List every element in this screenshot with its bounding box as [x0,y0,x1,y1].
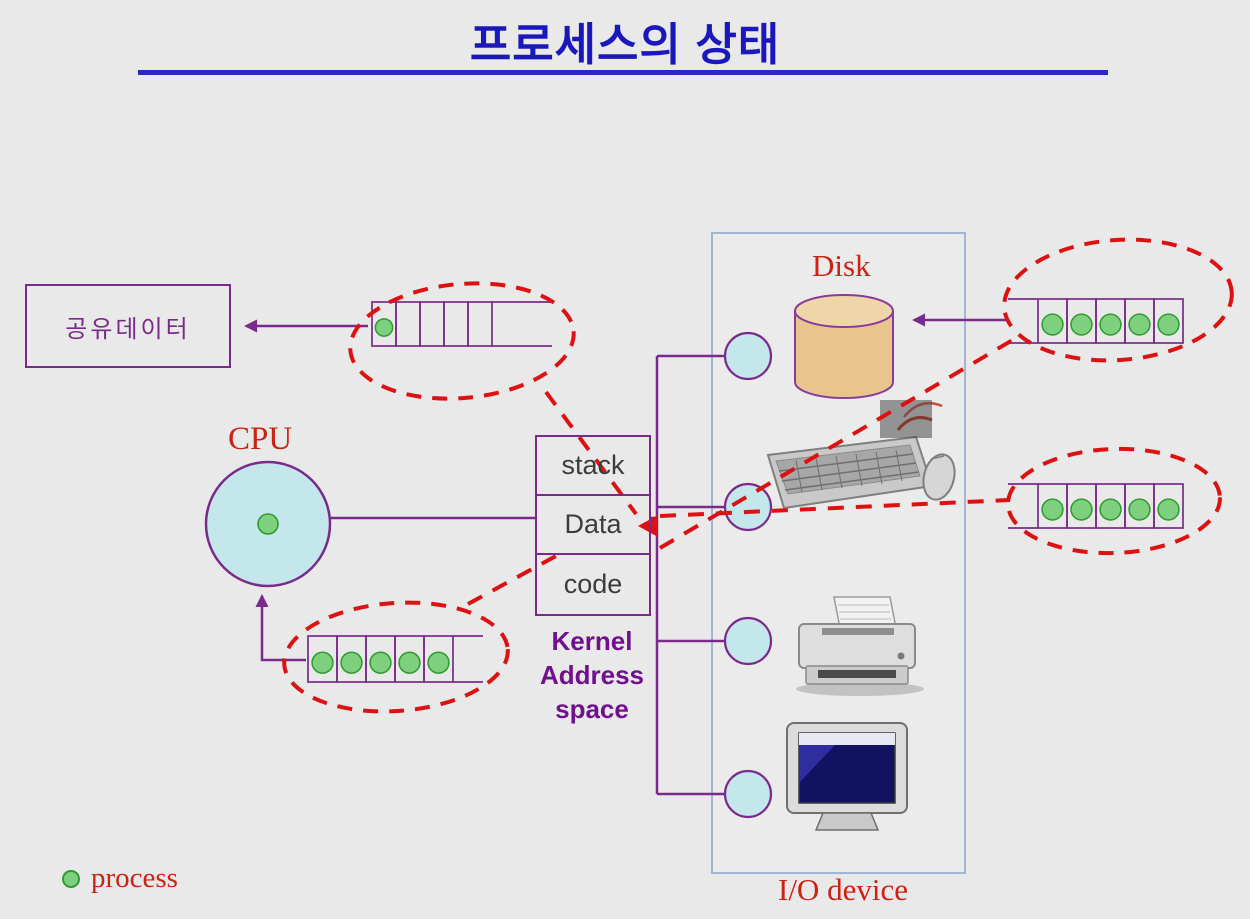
shared-data-box: 공유데이터 [25,284,231,368]
ready-queue [307,635,454,683]
kernel-memory-box: stack Data code [535,435,651,616]
arrow-into-data [638,515,658,537]
arrow-ready-queue-to-cpu [255,594,306,662]
ellipse-ready-queue [282,600,510,714]
io-device-label: I/O device [778,872,908,907]
process-dot-icon [62,869,80,888]
process-legend: process [62,862,178,895]
memory-row-code: code [563,569,623,599]
printer-icon [796,596,924,696]
disk-cylinder-icon [794,294,894,399]
device-wait-queue [1037,483,1184,529]
cpu-label: CPU [228,421,293,457]
transition-lines [467,336,1018,606]
process-dot-icon [257,513,279,535]
state-ellipses [282,237,1234,714]
device-ports [723,331,773,819]
ellipse-device-wait-queue [1006,446,1222,556]
process-legend-label: process [91,862,178,894]
mouse-icon [922,453,956,501]
shared-data-label: 공유데이터 [65,315,191,343]
port-monitor [723,769,773,819]
monitor-icon [786,722,908,831]
disk-label: Disk [812,248,871,283]
title-underline [138,70,1108,75]
port-printer [723,616,773,666]
kernel-address-space-label: Kernel Address space [539,626,645,724]
page-title: 프로세스의 상태 [469,19,781,70]
port-keyboard [723,482,773,532]
memory-row-data: Data [537,496,649,555]
wireless-signal-icon [880,400,943,438]
memory-row-stack: stack [537,437,649,496]
ellipse-shared-queue [348,281,576,401]
disk-wait-queue [1037,298,1184,344]
queue-tails [453,298,1038,683]
bus-lines [330,354,725,796]
port-disk [723,331,773,381]
shared-data-queue [371,301,493,347]
ellipse-disk-wait-queue [1002,237,1234,363]
